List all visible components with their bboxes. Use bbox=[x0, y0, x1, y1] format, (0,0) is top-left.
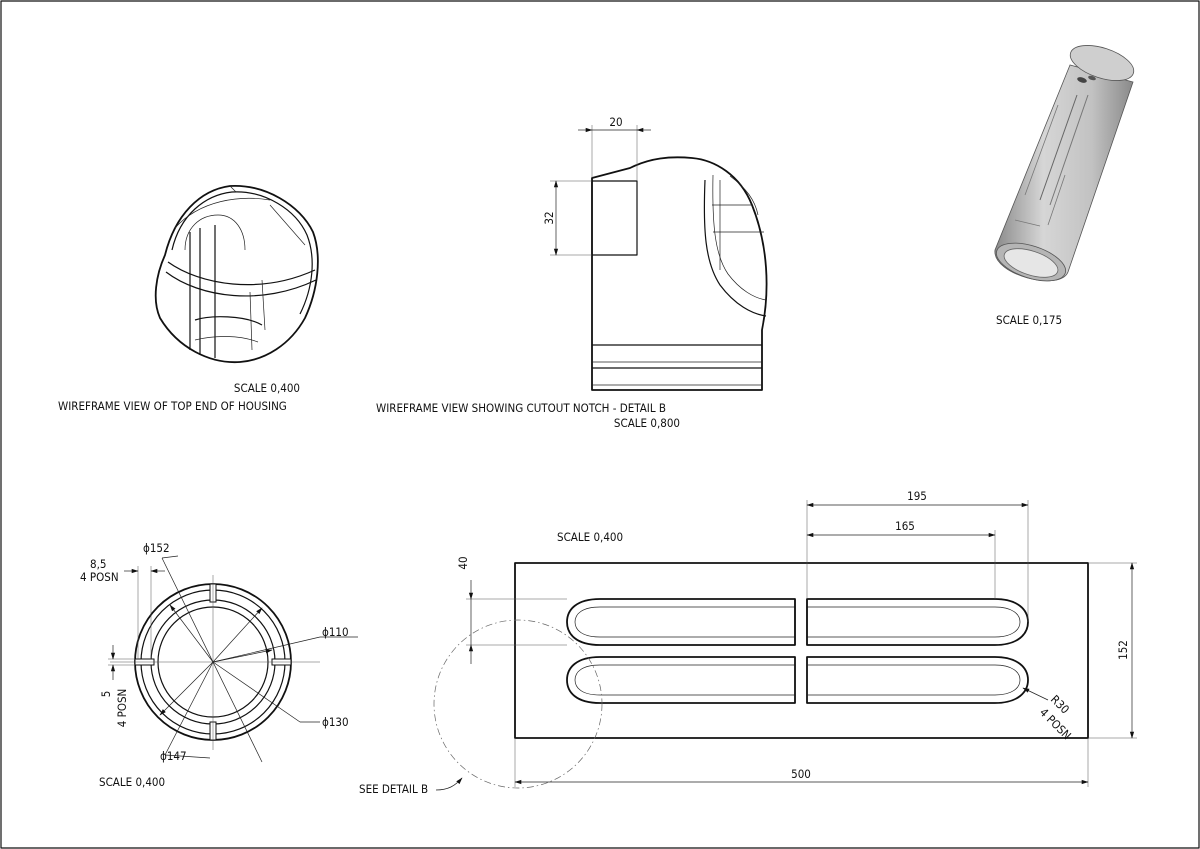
end-view-dim-152: ϕ152 bbox=[143, 541, 170, 555]
side-view-dim-500: 500 bbox=[791, 767, 811, 781]
end-view-dim-130: ϕ130 bbox=[322, 715, 349, 729]
side-view-dimension-195 bbox=[806, 500, 1029, 622]
top-end-scale-label: SCALE 0,400 bbox=[234, 381, 300, 395]
end-view-dim-8-5: 8,5 bbox=[90, 557, 106, 571]
end-view-scale-label: SCALE 0,400 bbox=[99, 775, 165, 789]
top-end-caption: WIREFRAME VIEW OF TOP END OF HOUSING bbox=[58, 399, 287, 413]
side-view-dim-r30-note: 4 POSN bbox=[1037, 705, 1074, 742]
detail-b-dim-32-text: 32 bbox=[542, 211, 556, 224]
end-view-dim-147: ϕ147 bbox=[160, 749, 187, 763]
see-detail-b-label: SEE DETAIL B bbox=[359, 782, 428, 796]
detail-b-dimension-20 bbox=[578, 125, 651, 181]
isometric-tube-view bbox=[994, 45, 1135, 282]
side-view-scale-label: SCALE 0,400 bbox=[557, 530, 623, 544]
top-end-wireframe-view bbox=[154, 185, 319, 364]
detail-b-caption: WIREFRAME VIEW SHOWING CUTOUT NOTCH - DE… bbox=[376, 401, 666, 415]
side-view-dim-195: 195 bbox=[907, 489, 927, 503]
detail-b-view bbox=[591, 156, 768, 391]
iso-scale-label: SCALE 0,175 bbox=[996, 313, 1062, 327]
end-view-circle bbox=[108, 555, 358, 763]
side-view-dimension-500 bbox=[514, 738, 1089, 787]
end-view-dim-8-5-note: 4 POSN bbox=[80, 570, 119, 584]
end-view-dim-110: ϕ110 bbox=[322, 625, 349, 639]
end-view-dim-5-note: 4 POSN bbox=[115, 689, 129, 728]
side-view bbox=[433, 562, 1089, 789]
end-view-dim-5: 5 bbox=[99, 691, 113, 698]
side-view-dimension-165 bbox=[806, 530, 996, 599]
side-view-dim-152: 152 bbox=[1116, 640, 1130, 660]
side-view-dimension-152 bbox=[1088, 562, 1137, 739]
side-view-dimension-40 bbox=[466, 580, 567, 664]
detail-b-scale-label: SCALE 0,800 bbox=[614, 416, 680, 430]
see-detail-leader bbox=[435, 777, 463, 791]
cutout-notch bbox=[591, 180, 638, 256]
side-view-dim-40: 40 bbox=[456, 556, 470, 569]
r30-leader bbox=[1022, 687, 1049, 701]
detail-b-callout-circle bbox=[433, 619, 603, 789]
detail-b-dim-20-text: 20 bbox=[609, 115, 622, 129]
detail-b-dimension-32 bbox=[550, 180, 592, 256]
side-view-dim-165: 165 bbox=[895, 519, 915, 533]
